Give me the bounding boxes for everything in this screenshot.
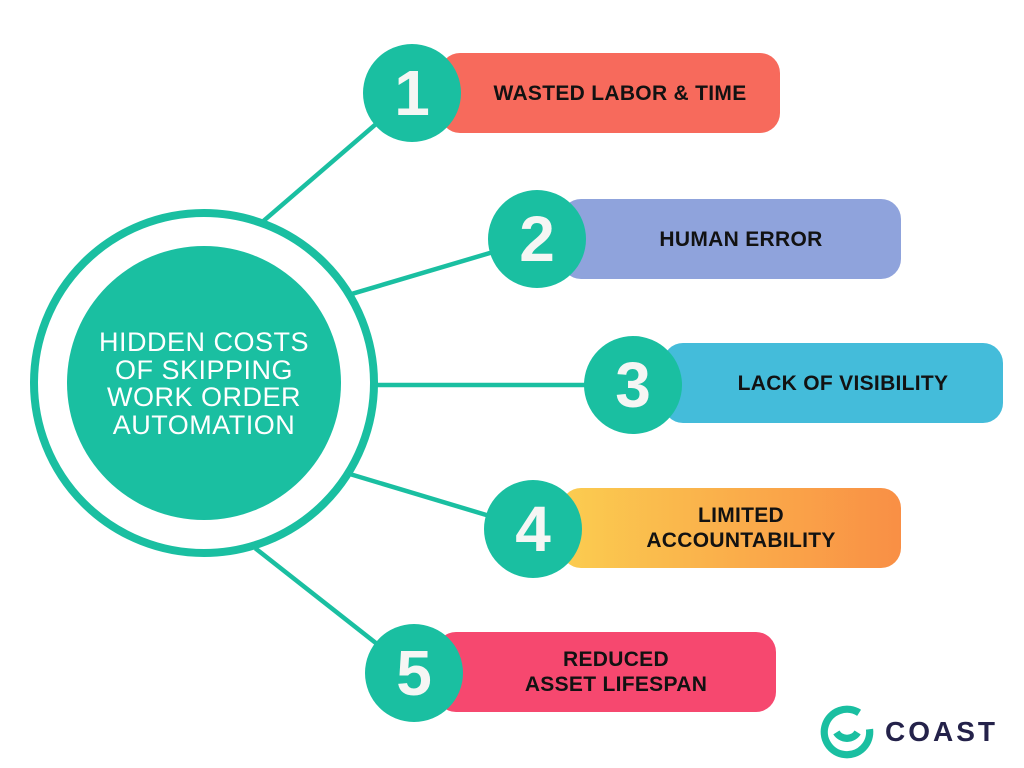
logo-smile	[833, 730, 861, 742]
item-number: 3	[615, 349, 651, 421]
item-number: 4	[515, 493, 551, 565]
center-title-line-2: OF SKIPPING	[114, 354, 294, 385]
item-pill-lack-of-visibility: LACK OF VISIBILITY	[663, 343, 1003, 423]
item-pill-human-error: HUMAN ERROR	[561, 199, 901, 279]
center-title-line-4: AUTOMATION	[112, 409, 296, 440]
item-label: WASTED LABOR & TIME	[493, 81, 747, 105]
coast-logo: COAST	[818, 703, 998, 761]
logo-wordmark: COAST	[885, 716, 998, 747]
item-label: LIMITED ACCOUNTABILITY	[646, 504, 836, 552]
item-label: LACK OF VISIBILITY	[737, 371, 949, 395]
item-number-circle-1: 1	[363, 44, 461, 142]
item-label: HUMAN ERROR	[659, 227, 823, 251]
item-number: 5	[396, 637, 432, 709]
coast-smile-circle-icon	[820, 705, 874, 759]
item-pill-reduced-asset-lifespan: REDUCED ASSET LIFESPAN	[436, 632, 776, 712]
center-circle: HIDDEN COSTS OF SKIPPING WORK ORDER AUTO…	[67, 246, 341, 520]
item-number-circle-5: 5	[365, 624, 463, 722]
center-title-line-3: WORK ORDER	[107, 382, 301, 412]
logo-ring	[820, 705, 874, 759]
item-pill-wasted-labor-time: WASTED LABOR & TIME	[440, 53, 780, 133]
item-number-circle-3: 3	[584, 336, 682, 434]
item-number: 1	[394, 57, 430, 129]
item-label: REDUCED ASSET LIFESPAN	[524, 648, 708, 696]
item-pill-limited-accountability: LIMITED ACCOUNTABILITY	[561, 488, 901, 568]
center-title-line-1: HIDDEN COSTS	[98, 327, 310, 357]
item-number: 2	[519, 203, 555, 275]
item-number-circle-2: 2	[488, 190, 586, 288]
item-number-circle-4: 4	[484, 480, 582, 578]
